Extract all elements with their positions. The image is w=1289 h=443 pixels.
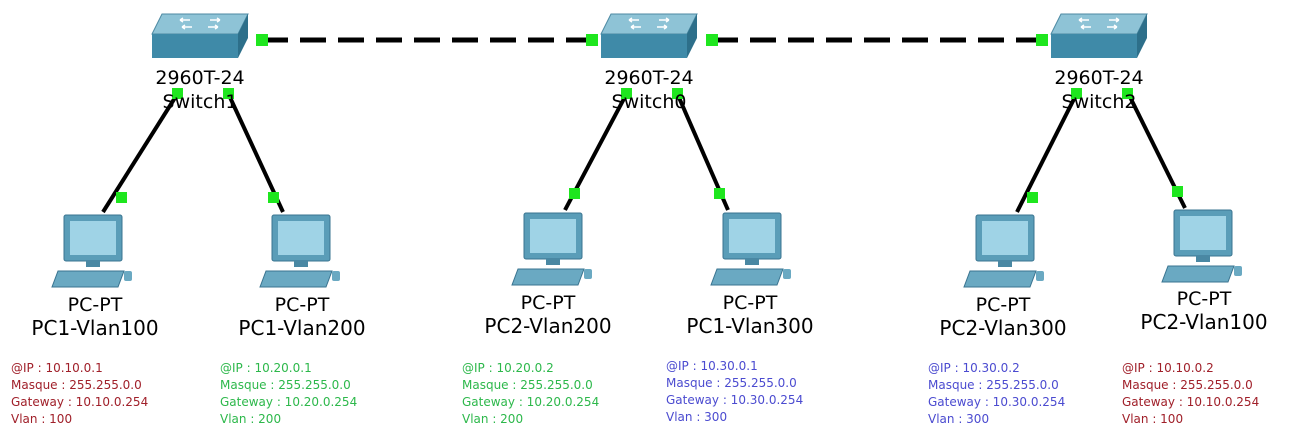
switch-model: 2960T-24 xyxy=(1054,67,1144,89)
switch-name: Switch2 xyxy=(1061,91,1137,113)
port-indicator xyxy=(223,88,234,99)
pc-icon[interactable] xyxy=(963,214,1044,288)
pc-name: PC2-Vlan300 xyxy=(939,316,1067,340)
config-vlan: Vlan : 200 xyxy=(220,412,282,426)
config-vlan: Vlan : 200 xyxy=(462,412,524,426)
config-ip: @IP : 10.30.0.2 xyxy=(928,361,1020,375)
port-indicator xyxy=(706,34,718,46)
port-indicator xyxy=(1122,88,1133,99)
pc-icon[interactable] xyxy=(1161,209,1242,283)
pc-label-pc2-vlan200: PC-PT PC2-Vlan200 xyxy=(468,292,628,338)
port-indicator xyxy=(714,188,725,199)
config-pc2-vlan200: @IP : 10.20.0.2 Masque : 255.255.0.0 Gat… xyxy=(462,360,599,428)
port-indicator xyxy=(268,192,279,203)
config-pc1-vlan100: @IP : 10.10.0.1 Masque : 255.255.0.0 Gat… xyxy=(11,360,148,428)
config-ip: @IP : 10.30.0.1 xyxy=(666,359,758,373)
pc-icon[interactable] xyxy=(259,214,340,288)
config-vlan: Vlan : 300 xyxy=(928,412,990,426)
switch-model: 2960T-24 xyxy=(604,67,694,89)
switch-icon[interactable] xyxy=(600,13,698,58)
pc-icon[interactable] xyxy=(511,212,592,286)
config-vlan: Vlan : 100 xyxy=(11,412,73,426)
pc-name: PC2-Vlan200 xyxy=(484,314,612,338)
port-indicator xyxy=(586,34,598,46)
config-gateway: Gateway : 10.20.0.254 xyxy=(462,395,600,409)
pc-icon[interactable] xyxy=(51,214,132,288)
pc-type: PC-PT xyxy=(722,292,778,314)
config-gateway: Gateway : 10.10.0.254 xyxy=(11,395,149,409)
switch-label-switch2: 2960T-24 Switch2 xyxy=(1049,66,1149,114)
pc-type: PC-PT xyxy=(274,294,330,316)
port-indicator xyxy=(672,88,683,99)
port-indicator xyxy=(172,88,183,99)
config-gateway: Gateway : 10.20.0.254 xyxy=(220,395,358,409)
config-pc2-vlan100: @IP : 10.10.0.2 Masque : 255.255.0.0 Gat… xyxy=(1122,360,1259,428)
port-indicator xyxy=(256,34,268,46)
config-gateway: Gateway : 10.30.0.254 xyxy=(928,395,1066,409)
pc-type: PC-PT xyxy=(520,292,576,314)
config-mask: Masque : 255.255.0.0 xyxy=(928,378,1059,392)
config-mask: Masque : 255.255.0.0 xyxy=(220,378,351,392)
pc-label-pc2-vlan300: PC-PT PC2-Vlan300 xyxy=(923,294,1083,340)
pc-name: PC1-Vlan300 xyxy=(686,314,814,338)
pc-type: PC-PT xyxy=(975,294,1031,316)
switch-name: Switch0 xyxy=(611,91,687,113)
config-mask: Masque : 255.255.0.0 xyxy=(11,378,142,392)
config-mask: Masque : 255.255.0.0 xyxy=(462,378,593,392)
switch-label-switch1: 2960T-24 Switch1 xyxy=(150,66,250,114)
pc-name: PC2-Vlan100 xyxy=(1140,310,1268,334)
config-pc2-vlan300: @IP : 10.30.0.2 Masque : 255.255.0.0 Gat… xyxy=(928,360,1065,428)
config-vlan: Vlan : 300 xyxy=(666,410,728,424)
pc-icon[interactable] xyxy=(710,212,791,286)
switch-model: 2960T-24 xyxy=(155,67,245,89)
port-indicator xyxy=(1027,192,1038,203)
port-indicator xyxy=(621,88,632,99)
config-gateway: Gateway : 10.10.0.254 xyxy=(1122,395,1260,409)
pc-type: PC-PT xyxy=(1176,288,1232,310)
config-ip: @IP : 10.20.0.2 xyxy=(462,361,554,375)
config-mask: Masque : 255.255.0.0 xyxy=(1122,378,1253,392)
config-gateway: Gateway : 10.30.0.254 xyxy=(666,393,804,407)
port-indicators xyxy=(116,34,1183,203)
pc-label-pc1-vlan200: PC-PT PC1-Vlan200 xyxy=(222,294,382,340)
pc-label-pc1-vlan100: PC-PT PC1-Vlan100 xyxy=(15,294,175,340)
switch-icon[interactable] xyxy=(1050,13,1148,58)
port-indicator xyxy=(1036,34,1048,46)
pc-label-pc2-vlan100: PC-PT PC2-Vlan100 xyxy=(1124,288,1284,334)
config-ip: @IP : 10.10.0.1 xyxy=(11,361,103,375)
port-indicator xyxy=(1172,186,1183,197)
switch-name: Switch1 xyxy=(162,91,238,113)
config-vlan: Vlan : 100 xyxy=(1122,412,1184,426)
pc-name: PC1-Vlan100 xyxy=(31,316,159,340)
pc-name: PC1-Vlan200 xyxy=(238,316,366,340)
config-ip: @IP : 10.10.0.2 xyxy=(1122,361,1214,375)
port-indicator xyxy=(569,188,580,199)
config-pc1-vlan200: @IP : 10.20.0.1 Masque : 255.255.0.0 Gat… xyxy=(220,360,357,428)
pc-type: PC-PT xyxy=(67,294,123,316)
port-indicator xyxy=(116,192,127,203)
switch-label-switch0: 2960T-24 Switch0 xyxy=(599,66,699,114)
config-pc1-vlan300: @IP : 10.30.0.1 Masque : 255.255.0.0 Gat… xyxy=(666,358,803,426)
config-ip: @IP : 10.20.0.1 xyxy=(220,361,312,375)
config-mask: Masque : 255.255.0.0 xyxy=(666,376,797,390)
access-link-switch1-pc1-vlan100[interactable] xyxy=(101,91,180,214)
port-indicator xyxy=(1071,88,1082,99)
switch-icon[interactable] xyxy=(151,13,249,58)
pc-label-pc1-vlan300: PC-PT PC1-Vlan300 xyxy=(670,292,830,338)
